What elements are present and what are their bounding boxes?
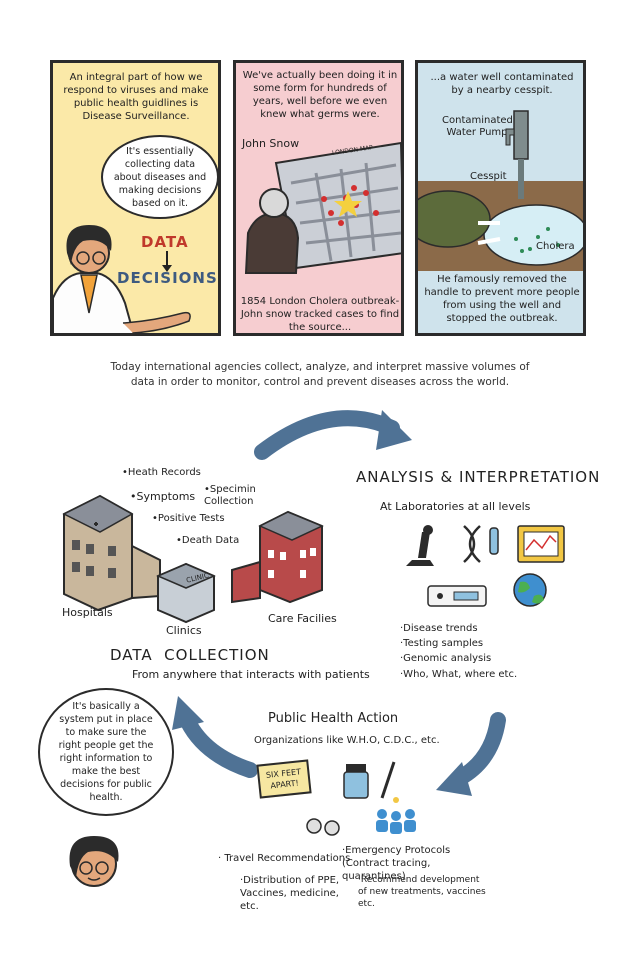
clinics-label: Clinics	[166, 624, 202, 638]
record-item: •Heath Records	[122, 466, 201, 479]
action-title: Public Health Action	[268, 712, 398, 726]
data-collection-subtitle: From anywhere that interacts with patien…	[132, 668, 370, 682]
action-subtitle: Organizations like W.H.O, C.D.C., etc.	[254, 734, 440, 747]
vaccine-vial-icon	[344, 764, 368, 798]
microscope-icon	[406, 525, 434, 566]
test-kit-icon	[428, 586, 486, 606]
action-item: · Travel Recommendations	[218, 852, 350, 866]
analysis-subtitle: At Laboratories at all levels	[380, 500, 530, 514]
analysis-item: ·Disease trends	[400, 622, 478, 636]
analysis-item: ·Testing samples	[400, 637, 483, 651]
action-icons	[290, 760, 420, 840]
pills-icon	[307, 819, 339, 835]
action-item: ·Recommend development of new treatments…	[358, 874, 490, 910]
analysis-item: ·Who, What, where etc.	[400, 668, 517, 682]
summary-speech-bubble: It's basically a system put in place to …	[38, 688, 174, 816]
analysis-title: ANALYSIS & INTERPRETATION	[356, 468, 600, 486]
hospitals-label: Hospitals	[62, 606, 113, 620]
globe-icon	[514, 574, 546, 606]
care-facilities-label: Care Facilies	[268, 612, 337, 626]
data-collection-title: DATA COLLECTION	[110, 646, 270, 664]
folder-chart-icon	[518, 526, 564, 562]
syringe-icon	[382, 762, 394, 798]
dna-icon	[464, 526, 498, 562]
narrator-illustration	[56, 826, 136, 896]
analysis-item: ·Genomic analysis	[400, 652, 491, 666]
people-group-icon	[376, 797, 416, 834]
action-item: ·Distribution of PPE, Vaccines, medicine…	[240, 874, 350, 913]
lab-icons	[400, 522, 570, 614]
